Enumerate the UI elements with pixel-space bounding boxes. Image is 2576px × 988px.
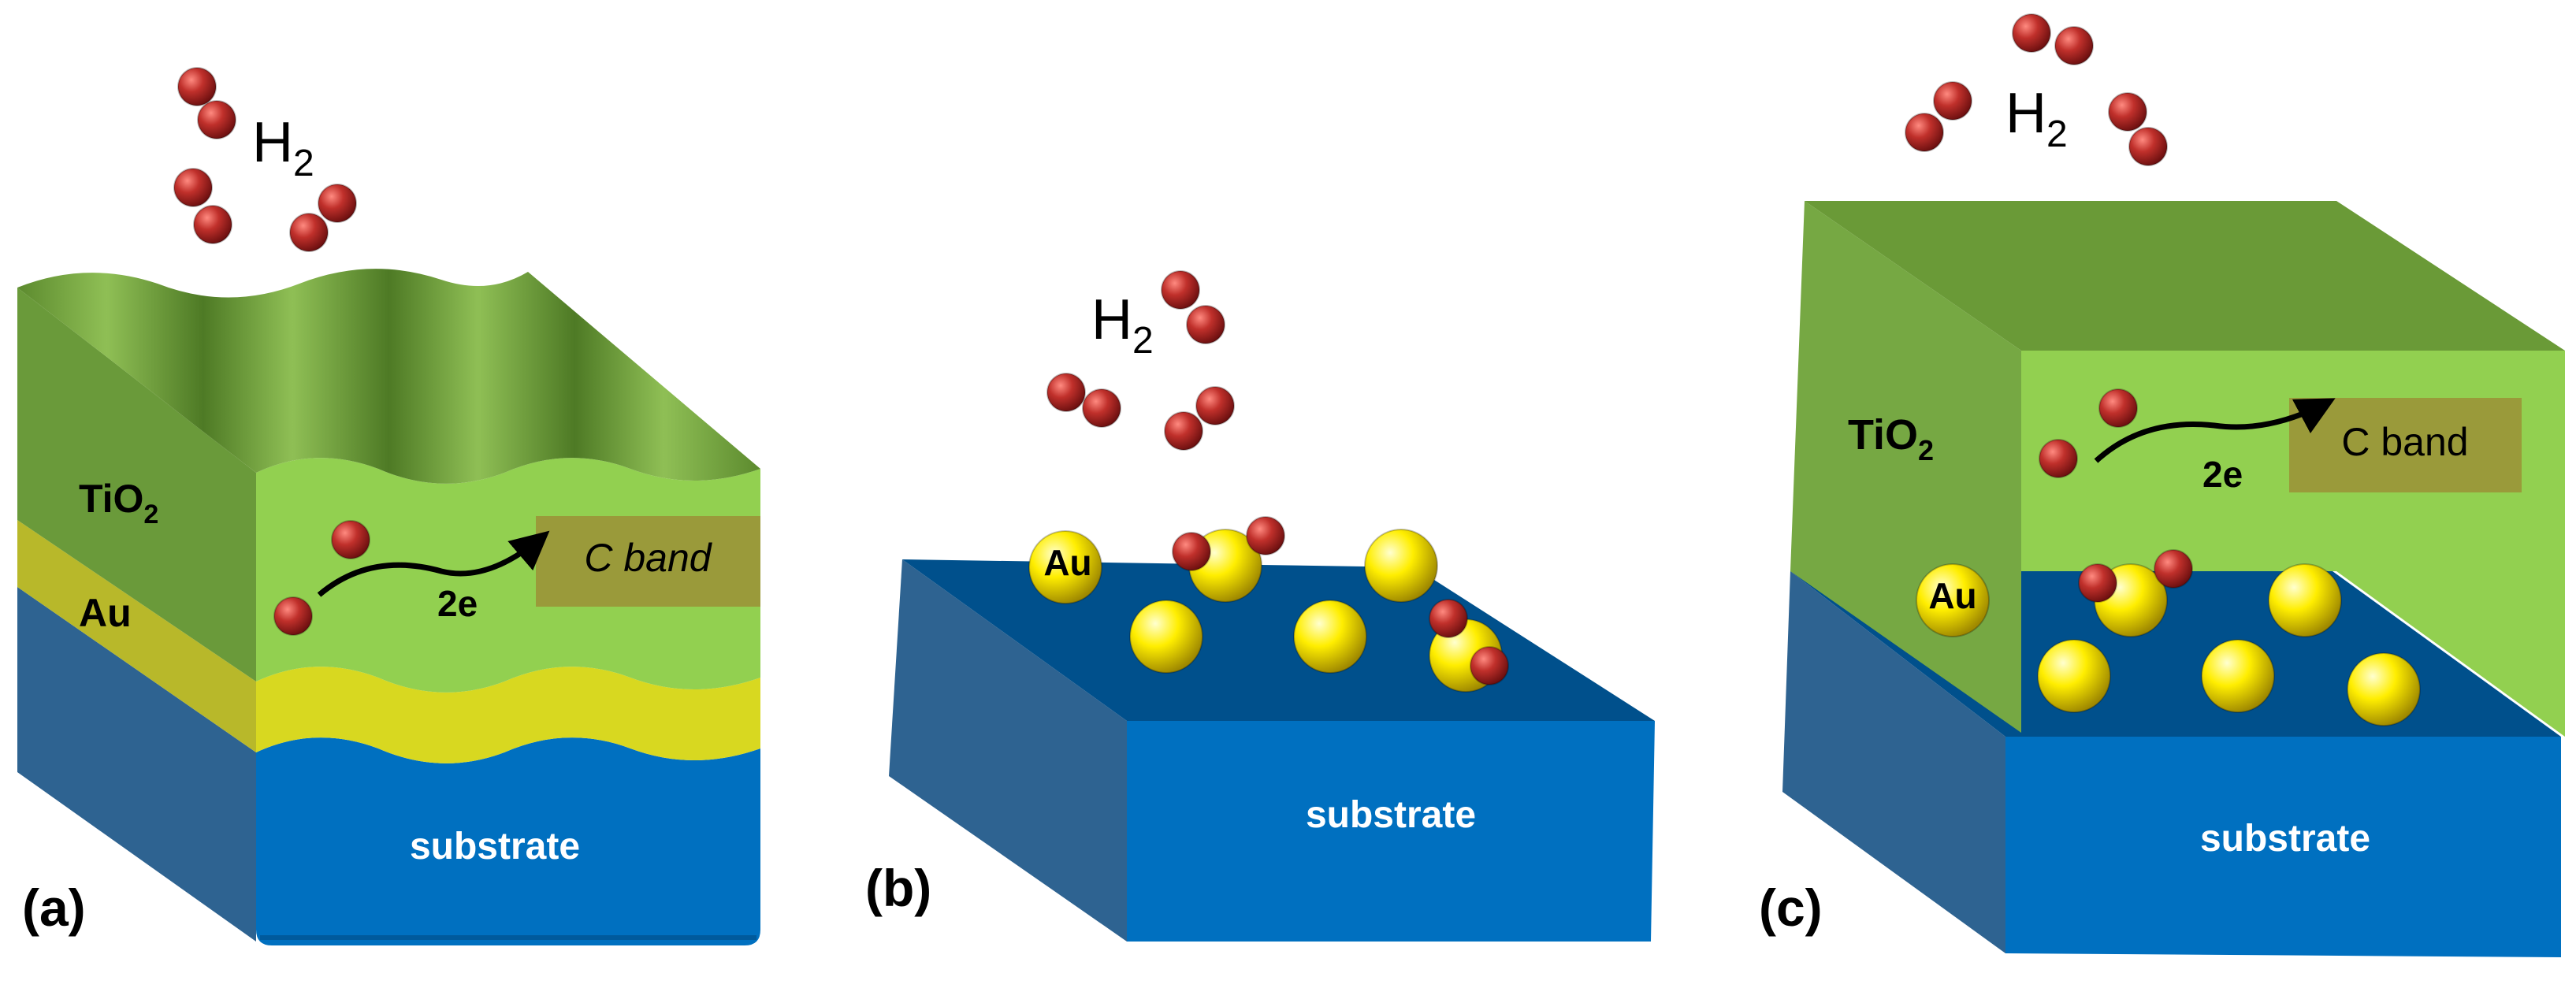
panel-c-h2-label: H2 — [2005, 82, 2068, 155]
gold-nanoparticle — [2268, 563, 2342, 637]
panel-c: substrate C band 2e TiO2 Au H2 (c) — [1759, 13, 2565, 957]
panel-b-substrate-side — [889, 559, 1127, 942]
hydrogen-atom — [1161, 270, 1200, 310]
panel-a-tio2-top — [17, 269, 760, 484]
panel-b-substrate-label: substrate — [1306, 794, 1476, 836]
panel-a-substrate-label: substrate — [410, 826, 580, 867]
panel-c-electron-arrow — [2094, 398, 2336, 463]
panel-b: substrate Au H2 (b) — [865, 270, 1655, 942]
hydrogen-atom — [193, 205, 232, 244]
gold-nanoparticle — [1028, 530, 1102, 604]
gold-nanoparticle — [2201, 639, 2275, 713]
hydrogen-atom — [2012, 13, 2051, 53]
hydrogen-atom — [2078, 563, 2117, 603]
hydrogen-atom — [1429, 599, 1468, 638]
hydrogen-atom — [289, 213, 329, 252]
hydrogen-atom — [1164, 411, 1203, 451]
hydrogen-atom — [273, 596, 313, 636]
gold-nanoparticle — [1364, 529, 1438, 603]
gold-nanoparticle — [2347, 652, 2421, 726]
hydrogen-atom — [331, 520, 370, 559]
hydrogen-atom — [318, 184, 357, 223]
panel-c-au-label: Au — [1928, 575, 1976, 616]
hydrogen-atom — [177, 67, 217, 106]
panel-a-au-layer-front — [256, 667, 760, 763]
panel-a-substrate-front — [256, 737, 760, 945]
hydrogen-atom — [1195, 386, 1235, 425]
hydrogen-atom — [1082, 388, 1121, 428]
gold-nanoparticle — [1916, 563, 1990, 637]
panel-a-substrate-side — [17, 587, 256, 942]
panel-c-substrate-label: substrate — [2200, 818, 2370, 860]
hydrogen-atom — [1186, 305, 1225, 344]
panel-a-cband-label: C band — [584, 536, 712, 580]
hydrogen-atom — [1905, 113, 1944, 152]
panel-c-substrate-side — [1782, 571, 2005, 953]
panel-b-label: (b) — [865, 859, 931, 917]
hydrogen-atom — [173, 168, 213, 207]
panel-a-h2-label: H2 — [252, 111, 314, 184]
panel-a-tio2-label: TiO2 — [79, 477, 158, 529]
panel-a-electron-label: 2e — [437, 583, 478, 624]
hydrogen-atom — [1933, 81, 1972, 121]
panel-a-tio2-side — [17, 288, 256, 682]
hydrogen-atom — [1246, 516, 1285, 555]
panel-c-label: (c) — [1759, 878, 1823, 937]
hydrogen-atom — [197, 100, 236, 139]
gold-nanoparticle — [1293, 600, 1367, 674]
hydrogen-atom — [2154, 549, 2193, 589]
panel-c-cband-label: C band — [2341, 420, 2468, 464]
hydrogen-atom — [1172, 532, 1211, 571]
panel-c-tio2-top — [1805, 201, 2565, 351]
hydrogen-atom — [2098, 388, 2138, 428]
panel-a: C band 2e TiO2 Au substrate H2 (a) — [17, 67, 760, 945]
panel-c-substrate-front — [2005, 737, 2561, 957]
hydrogen-atom — [2039, 439, 2078, 478]
gold-nanoparticle — [1129, 600, 1203, 674]
panel-b-substrate-front — [1127, 721, 1655, 942]
panel-c-electron-label: 2e — [2202, 454, 2243, 495]
hydrogen-atom — [2054, 26, 2094, 65]
panel-b-au-label: Au — [1043, 542, 1091, 583]
panel-c-tio2-label: TiO2 — [1848, 411, 1934, 466]
panel-a-au-layer-side — [17, 520, 256, 752]
panel-a-au-label: Au — [79, 591, 132, 635]
hydrogen-atom — [2108, 92, 2147, 132]
hydrogen-atom — [1046, 373, 1086, 412]
panel-a-electron-arrow — [317, 530, 550, 597]
panel-a-label: (a) — [22, 878, 86, 937]
panel-a-cband-box — [536, 516, 760, 607]
gold-nanoparticle — [2037, 639, 2111, 713]
hydrogen-atom — [2128, 127, 2168, 166]
panel-b-h2-label: H2 — [1091, 288, 1154, 362]
hydrogen-atom — [1470, 646, 1509, 685]
